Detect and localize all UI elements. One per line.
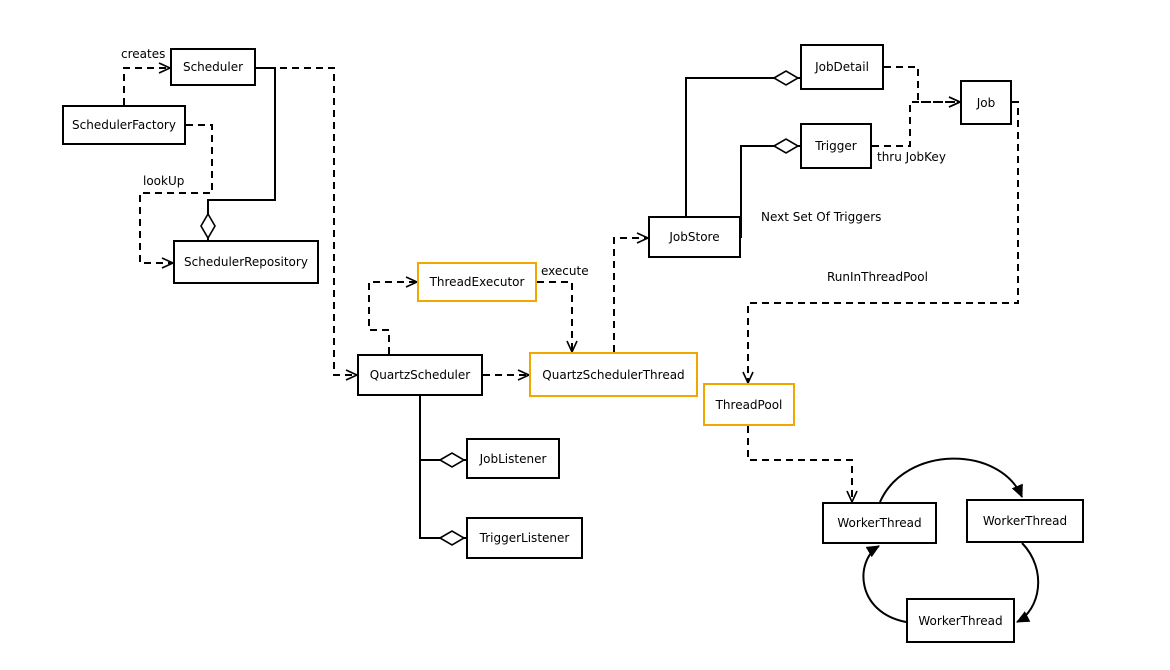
edge-scheduler-to-quartzscheduler [256, 67, 359, 381]
edge-label-creates: creates [121, 47, 166, 61]
node-worker-thread: WorkerThread [906, 598, 1015, 643]
cycle-worker1-to-worker2 [879, 457, 1023, 503]
edge-label-lookup: lookUp [143, 174, 185, 188]
agg-jobstore-trigger [740, 145, 800, 238]
node-scheduler-factory: SchedulerFactory [62, 105, 186, 145]
cycle-worker2-to-worker3 [1016, 542, 1040, 623]
agg-quartzscheduler-triggerlistener [419, 460, 466, 539]
agg-quartzscheduler-joblistener [419, 396, 466, 461]
node-quartz-scheduler: QuartzScheduler [357, 354, 483, 396]
node-job-detail: JobDetail [800, 44, 884, 90]
node-trigger: Trigger [800, 123, 872, 169]
node-job-listener: JobListener [466, 438, 560, 479]
aggregation-diamond-triggerlistener [438, 530, 466, 546]
aggregation-diamond-repository [200, 212, 216, 240]
node-thread-pool: ThreadPool [703, 383, 795, 426]
cycle-worker3-to-worker1 [862, 545, 907, 623]
edge-jobdetail-to-job [884, 66, 962, 108]
node-job: Job [960, 80, 1012, 125]
node-worker-thread: WorkerThread [966, 499, 1084, 543]
edge-job-runinthreadpool [742, 101, 1019, 385]
aggregation-diamond-jobdetail [772, 70, 800, 86]
node-quartz-scheduler-thread: QuartzSchedulerThread [529, 352, 698, 397]
edge-label-execute: execute [541, 264, 589, 278]
node-thread-executor: ThreadExecutor [417, 262, 537, 302]
edge-factory-lookup-repository [139, 124, 213, 269]
edge-factory-creates-scheduler [123, 62, 172, 105]
node-job-store: JobStore [648, 216, 741, 258]
aggregation-diamond-joblistener [438, 452, 466, 468]
edge-label-run-in-thread-pool: RunInThreadPool [827, 270, 928, 284]
node-trigger-listener: TriggerListener [466, 517, 583, 559]
edge-thread-to-jobstore [613, 232, 650, 352]
node-scheduler: Scheduler [170, 48, 256, 86]
node-worker-thread: WorkerThread [822, 502, 937, 544]
edge-quartzscheduler-to-threadexecutor [368, 276, 419, 354]
node-scheduler-repository: SchedulerRepository [173, 240, 319, 284]
aggregation-diamond-trigger [772, 138, 800, 154]
agg-scheduler-repository [207, 67, 276, 240]
edge-label-thru-jobkey: thru JobKey [877, 150, 946, 164]
edge-trigger-thru-jobkey-job [872, 96, 962, 147]
agg-jobstore-jobdetail [685, 77, 800, 216]
edge-threadpool-to-worker [747, 426, 858, 504]
edge-threadexecutor-execute-thread [537, 281, 578, 354]
edge-label-next-set-of-triggers: Next Set Of Triggers [761, 210, 882, 224]
